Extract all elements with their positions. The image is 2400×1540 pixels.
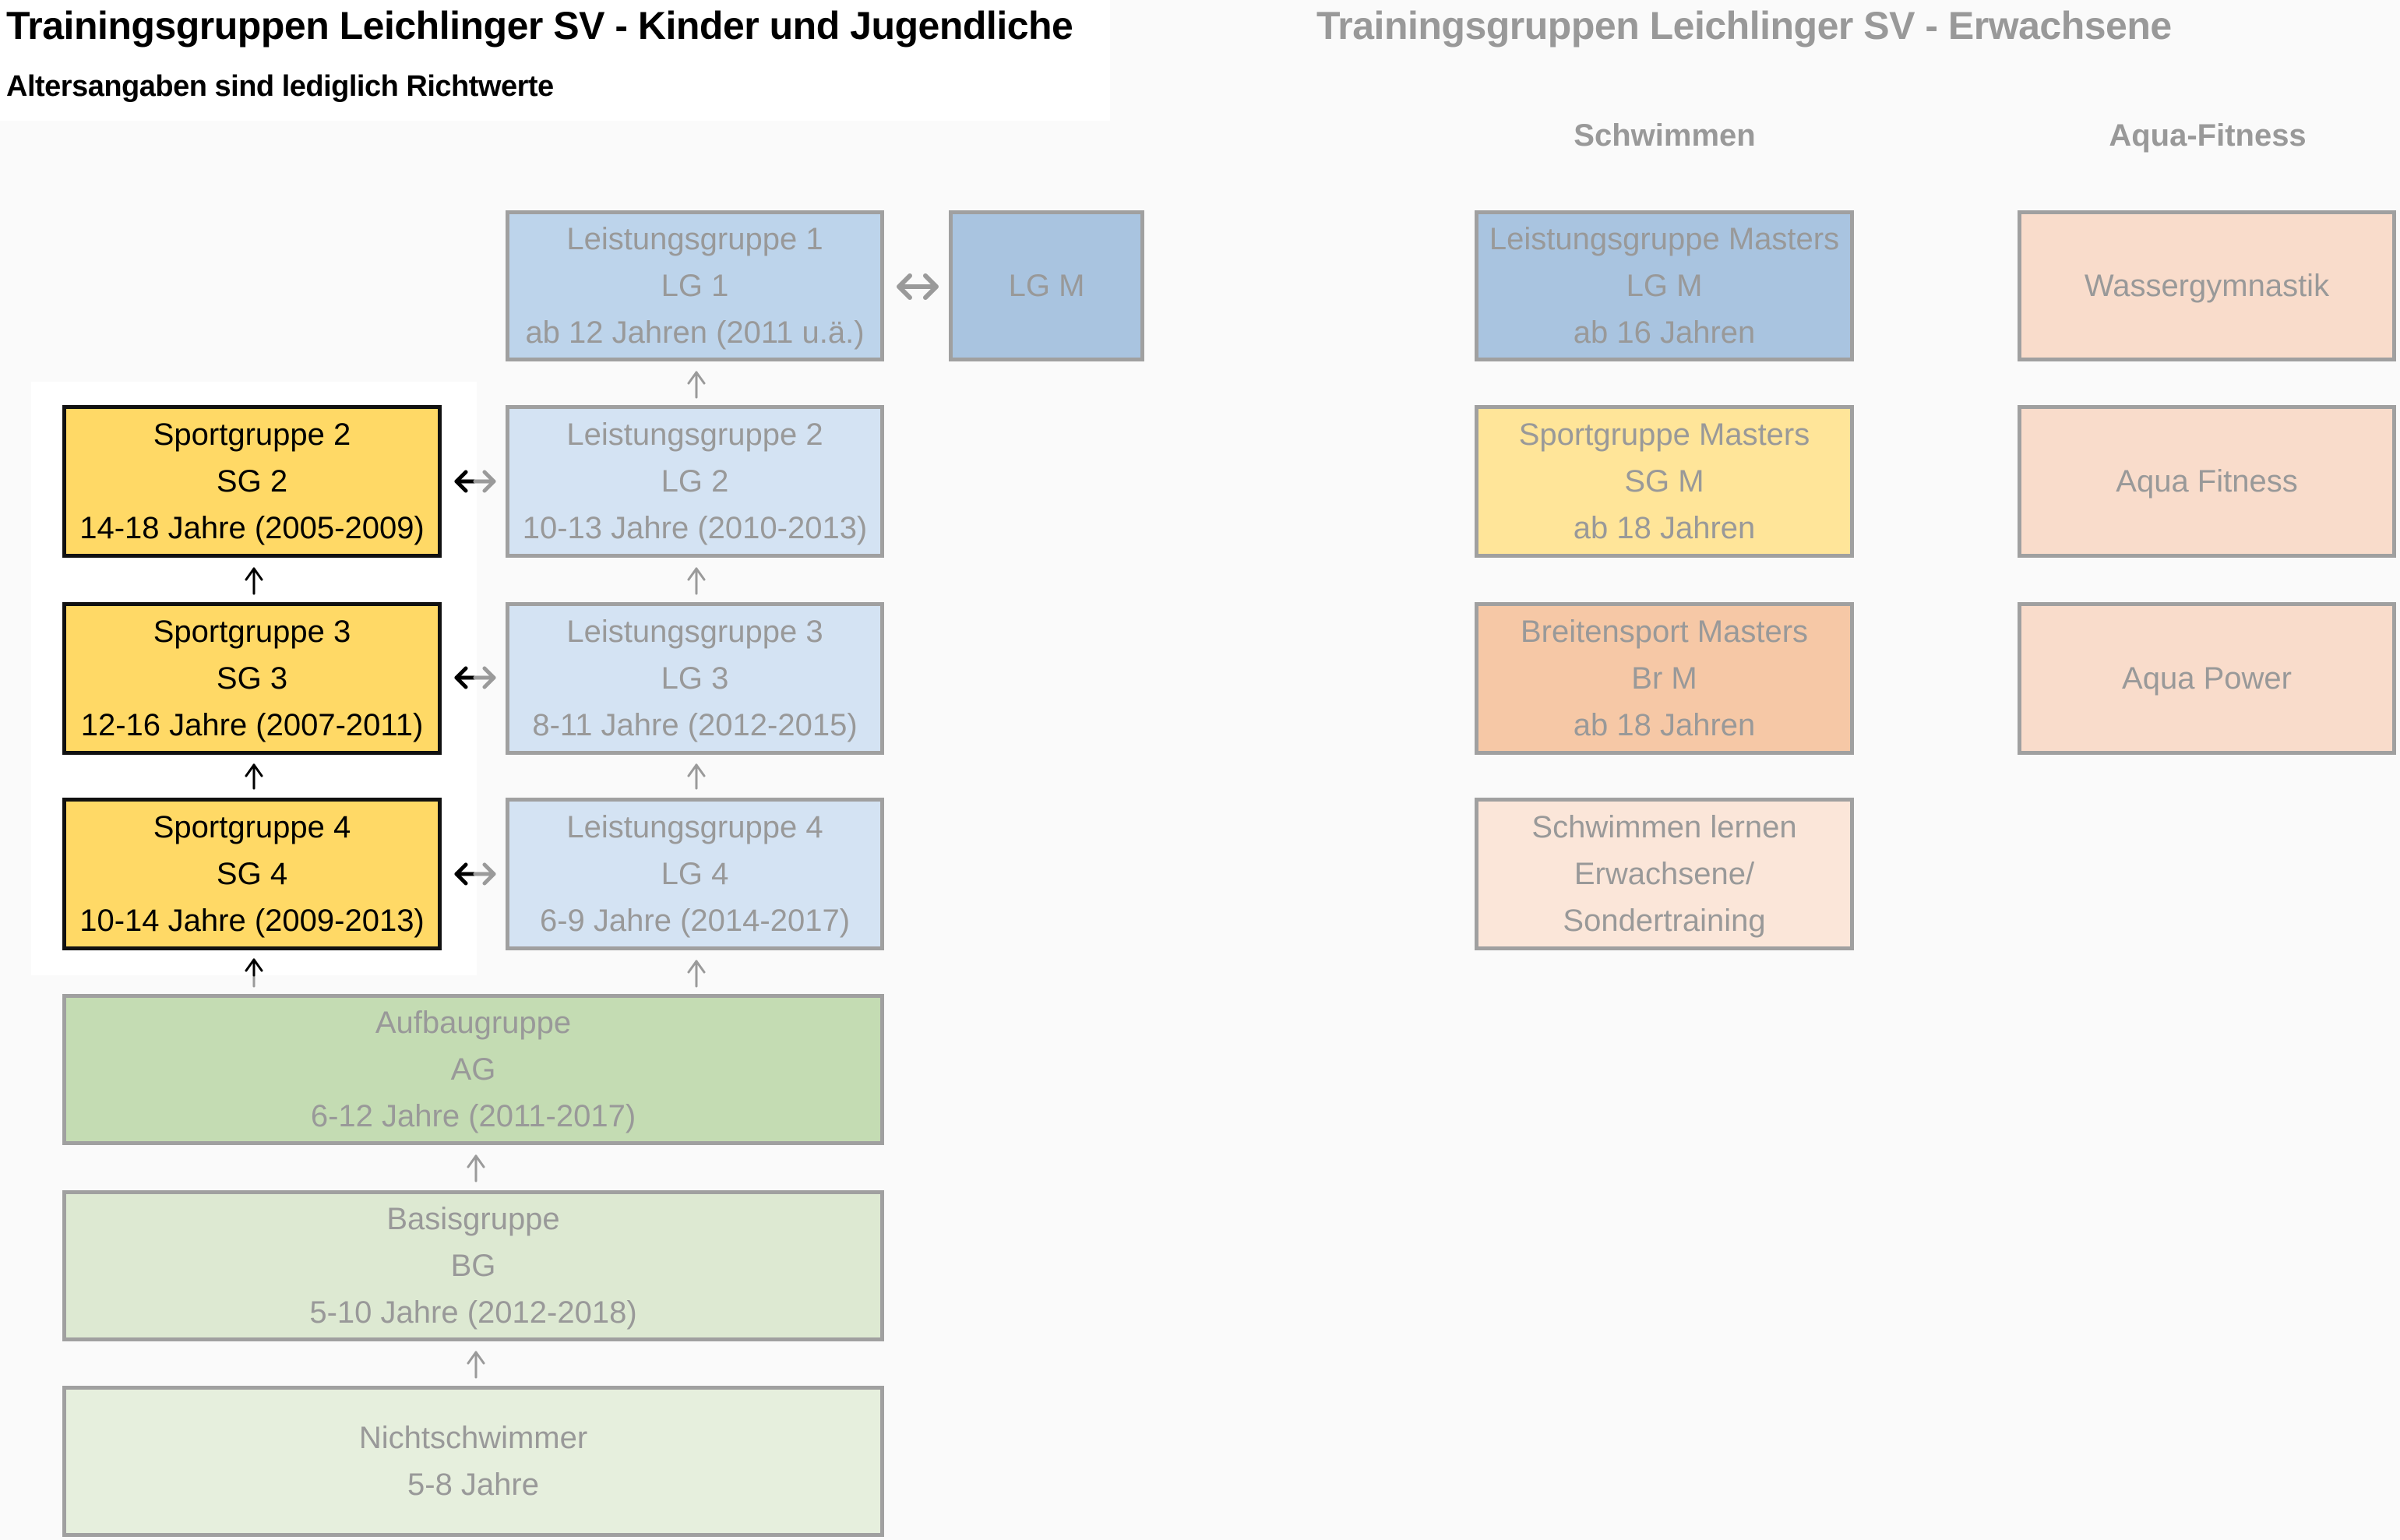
- group-name: Nichtschwimmer: [358, 1421, 588, 1455]
- page-title-youth: Trainingsgruppen Leichlinger SV - Kinder…: [6, 4, 1073, 48]
- group-age: 14-18 Jahre (2005-2009): [79, 511, 425, 545]
- group-box-lg-masters-link[interactable]: LG M: [949, 210, 1144, 361]
- group-age: 8-11 Jahre (2012-2015): [532, 708, 858, 742]
- group-age: ab 18 Jahren: [1573, 708, 1756, 742]
- group-box-lg3[interactable]: Leistungsgruppe 3 LG 3 8-11 Jahre (2012-…: [506, 602, 884, 755]
- double-arrow-icon: [454, 666, 496, 689]
- group-name: Leistungsgruppe Masters: [1489, 222, 1840, 256]
- group-name: Sportgruppe 4: [153, 810, 351, 844]
- group-name: Leistungsgruppe 3: [566, 615, 823, 649]
- group-age: 6-12 Jahre (2011-2017): [310, 1099, 636, 1133]
- group-age: 5-10 Jahre (2012-2018): [309, 1295, 637, 1330]
- group-short: SG 4: [216, 857, 288, 891]
- group-short: AG: [450, 1052, 496, 1087]
- double-arrow-icon: [454, 470, 496, 493]
- group-name: Sportgruppe 3: [153, 615, 351, 649]
- group-box-lg4[interactable]: Leistungsgruppe 4 LG 4 6-9 Jahre (2014-2…: [506, 798, 884, 950]
- up-arrow-icon: [467, 1351, 485, 1379]
- group-name: Breitensport Masters: [1520, 615, 1809, 649]
- group-short: SG 3: [216, 661, 288, 696]
- group-age: 12-16 Jahre (2007-2011): [80, 708, 424, 742]
- section-header-schwimmen: Schwimmen: [1574, 118, 1756, 153]
- group-box-sg3[interactable]: Sportgruppe 3 SG 3 12-16 Jahre (2007-201…: [62, 602, 442, 755]
- group-box-sg2[interactable]: Sportgruppe 2 SG 2 14-18 Jahre (2005-200…: [62, 405, 442, 558]
- group-short: Br M: [1631, 661, 1697, 696]
- group-name: Aqua Fitness: [2116, 464, 2298, 499]
- group-name: Aqua Power: [2122, 661, 2292, 696]
- group-age: ab 18 Jahren: [1573, 511, 1756, 545]
- group-box-sg-masters[interactable]: Sportgruppe Masters SG M ab 18 Jahren: [1475, 405, 1854, 558]
- group-short: Erwachsene/: [1574, 857, 1755, 891]
- group-name: Leistungsgruppe 2: [566, 418, 823, 452]
- up-arrow-icon: [687, 763, 706, 790]
- group-short: BG: [450, 1249, 496, 1283]
- group-age: Sondertraining: [1563, 904, 1766, 938]
- up-arrow-icon: [245, 958, 263, 988]
- group-box-aqua-power[interactable]: Aqua Power: [2018, 602, 2396, 755]
- group-box-basisgruppe[interactable]: Basisgruppe BG 5-10 Jahre (2012-2018): [62, 1190, 884, 1341]
- group-age: 5-8 Jahre: [407, 1468, 539, 1502]
- group-box-schwimmen-lernen[interactable]: Schwimmen lernen Erwachsene/ Sondertrain…: [1475, 798, 1854, 950]
- group-short: LG 2: [661, 464, 729, 499]
- page-title-adults: Trainingsgruppen Leichlinger SV - Erwach…: [1316, 4, 2172, 48]
- double-arrow-icon: [454, 862, 496, 886]
- group-box-wassergymnastik[interactable]: Wassergymnastik: [2018, 210, 2396, 361]
- group-name: Basisgruppe: [386, 1202, 560, 1236]
- group-box-breitensport-masters[interactable]: Breitensport Masters Br M ab 18 Jahren: [1475, 602, 1854, 755]
- group-box-lg-masters[interactable]: Leistungsgruppe Masters LG M ab 16 Jahre…: [1475, 210, 1854, 361]
- group-name: Aufbaugruppe: [375, 1006, 572, 1040]
- up-arrow-icon: [687, 567, 706, 595]
- group-short: LG 1: [661, 269, 729, 303]
- up-arrow-icon: [245, 567, 263, 595]
- title-panel: [0, 0, 1110, 121]
- group-name: Wassergymnastik: [2084, 269, 2330, 303]
- section-header-aqua-fitness: Aqua-Fitness: [2109, 118, 2307, 153]
- up-arrow-icon: [467, 1154, 485, 1182]
- group-age: ab 12 Jahren (2011 u.ä.): [525, 315, 865, 350]
- group-box-lg1[interactable]: Leistungsgruppe 1 LG 1 ab 12 Jahren (201…: [506, 210, 884, 361]
- group-age: 10-14 Jahre (2009-2013): [79, 904, 425, 938]
- group-short: LG M: [1008, 269, 1085, 303]
- group-short: LG M: [1626, 269, 1703, 303]
- group-age: ab 16 Jahren: [1573, 315, 1756, 350]
- group-short: SG 2: [216, 464, 288, 499]
- up-arrow-icon: [687, 960, 706, 988]
- group-box-lg2[interactable]: Leistungsgruppe 2 LG 2 10-13 Jahre (2010…: [506, 405, 884, 558]
- group-box-nichtschwimmer[interactable]: Nichtschwimmer 5-8 Jahre: [62, 1386, 884, 1537]
- group-age: 6-9 Jahre (2014-2017): [539, 904, 851, 938]
- group-box-aqua-fitness[interactable]: Aqua Fitness: [2018, 405, 2396, 558]
- up-arrow-icon: [687, 371, 706, 399]
- group-name: Leistungsgruppe 4: [566, 810, 823, 844]
- group-age: 10-13 Jahre (2010-2013): [522, 511, 868, 545]
- group-name: Schwimmen lernen: [1531, 810, 1797, 844]
- group-short: LG 3: [661, 661, 729, 696]
- page-subtitle: Altersangaben sind lediglich Richtwerte: [6, 70, 554, 103]
- group-name: Sportgruppe 2: [153, 418, 351, 452]
- double-arrow-icon: [897, 273, 939, 300]
- group-short: LG 4: [661, 857, 729, 891]
- group-box-sg4[interactable]: Sportgruppe 4 SG 4 10-14 Jahre (2009-201…: [62, 798, 442, 950]
- up-arrow-icon: [245, 763, 263, 790]
- group-box-aufbaugruppe[interactable]: Aufbaugruppe AG 6-12 Jahre (2011-2017): [62, 994, 884, 1145]
- group-name: Leistungsgruppe 1: [566, 222, 823, 256]
- group-short: SG M: [1624, 464, 1704, 499]
- group-name: Sportgruppe Masters: [1518, 418, 1810, 452]
